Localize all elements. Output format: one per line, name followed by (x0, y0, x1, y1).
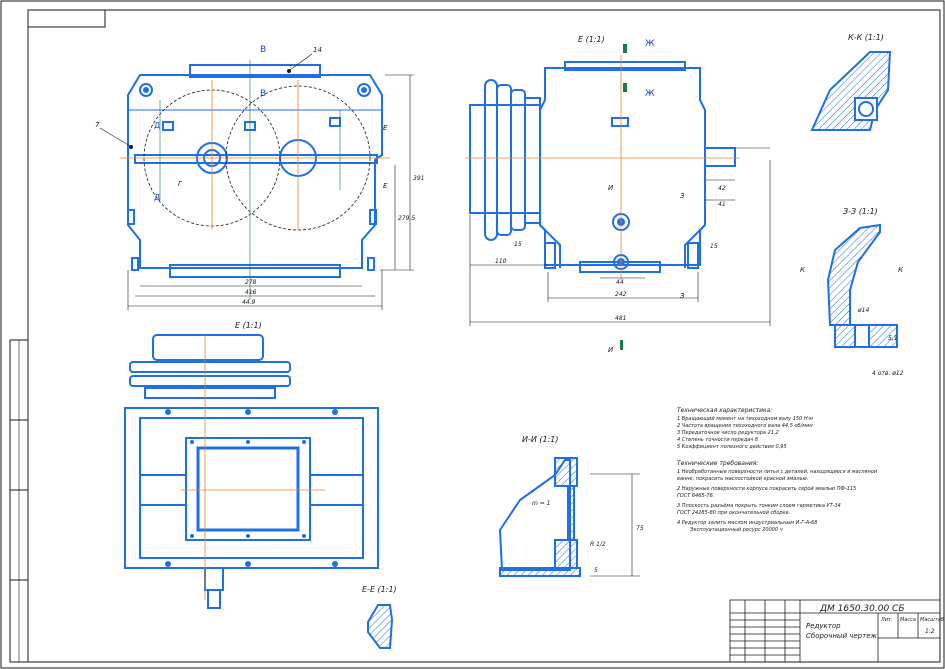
kk-title: К-К (1:1) (848, 33, 884, 42)
zz-dim-hole: ø14 (857, 307, 869, 314)
front-axes (120, 80, 390, 230)
section-b-label: B (260, 45, 266, 55)
tech-req-3: 2 Наружные поверхности корпуса покрасить… (677, 486, 856, 492)
section-b-label-2: B (260, 89, 266, 99)
section-i-label: И (608, 184, 614, 192)
ee-title: Е-Е (1:1) (362, 585, 397, 594)
zz-title: З-З (1:1) (843, 207, 878, 216)
section-zh-label: Ж (645, 39, 655, 49)
kk-section (810, 51, 892, 131)
corner-stamp-box (27, 9, 106, 28)
side-axes (465, 55, 740, 280)
tech-char-1: 1 Вращающий момент на тихоходном валу 15… (677, 416, 813, 422)
section-zh-label-2: Ж (645, 89, 655, 99)
ii-title: И-И (1:1) (522, 435, 559, 444)
zz-dim-h: 5,1 (888, 335, 898, 342)
tech-notes: Техническая характеристика: 1 Вращающий … (677, 407, 878, 533)
top-view (124, 334, 379, 609)
tech-char-title: Техническая характеристика: (677, 407, 772, 414)
callout-14: 14 (313, 46, 322, 54)
side-dim-small1: 15 (514, 241, 522, 248)
section-d-label-2: Д (154, 193, 160, 202)
top-bolts (165, 409, 338, 567)
front-dim-height: 391 (413, 175, 424, 182)
tech-req-6: ГОСТ 24285-80 при окончательной сборке. (677, 510, 790, 516)
tech-req-title: Технические требования: (677, 460, 758, 467)
zz-k-right: К (898, 266, 904, 274)
ii-thread: R 1/2 (590, 541, 606, 548)
tech-char-2: 2 Частота вращения тихоходного вала 44,5… (677, 423, 813, 429)
section-z-label-2: З (680, 292, 685, 300)
front-view (127, 64, 383, 278)
ii-dim-small: 5 (594, 567, 598, 574)
doc-name-2: Сборочный чертеж (806, 632, 877, 640)
side-dim-small3: 44 (616, 279, 624, 286)
side-dim-h2: 41 (718, 201, 726, 208)
tech-req-5: 3 Плоскость разъёма покрыть тонким слоем… (677, 503, 841, 509)
section-i-label-2: И (608, 346, 614, 354)
side-dim-h1: 42 (718, 185, 726, 192)
section-z-label: З (680, 192, 685, 200)
top-view-title: Е (1:1) (235, 321, 262, 330)
ii-m: m = 1 (532, 500, 551, 507)
tech-req-2: ванне, покрасить маслостойкой красной эм… (677, 476, 808, 482)
side-dim-left: 110 (495, 258, 507, 265)
scale-label: Масштаб (920, 617, 944, 623)
side-dim-total: 481 (615, 315, 626, 322)
tech-req-8: Эксплуатационный ресурс 20000 ч (689, 527, 783, 533)
side-view (469, 61, 736, 273)
section-d-label: Д (154, 121, 160, 130)
side-dims (469, 147, 771, 326)
side-view-title: Е (1:1) (578, 35, 605, 44)
side-dim-base: 242 (615, 291, 627, 298)
title-block (729, 599, 941, 663)
section-g-label: Г (178, 180, 183, 188)
front-dims (127, 60, 414, 310)
side-dim-small2: 15 (710, 243, 718, 250)
zz-k-left: К (800, 266, 806, 274)
callout-7: 7 (95, 121, 100, 129)
zz-section (826, 223, 898, 348)
tech-req-7: 4 Редуктор залить маслом индустриальным … (677, 520, 817, 526)
front-dim-total: 44.9 (242, 299, 256, 306)
zz-dim-holes: 4 отв. ø12 (872, 370, 904, 377)
front-dim-height2: 279.5 (398, 215, 415, 222)
tech-char-4: 4 Степень точности передач 8 (677, 437, 758, 443)
inner-frame (27, 9, 941, 663)
ii-dim-v: 75 (636, 525, 644, 532)
mass-label: Масса (900, 617, 916, 623)
section-e-label-2: Е (383, 182, 388, 190)
doc-name: Редуктор (806, 622, 841, 630)
front-dim-inner: 278 (245, 279, 257, 286)
tech-char-5: 5 Коэффициент полезного действия 0,95 (677, 444, 787, 450)
section-e-label: Е (383, 124, 388, 132)
tech-char-3: 3 Передаточное число редуктора 21,2 (677, 430, 779, 436)
doc-number: ДМ 1650.30.00 СБ (819, 604, 905, 614)
ee-section (367, 604, 394, 649)
front-dim-mid: 416 (245, 289, 257, 296)
tech-req-4: ГОСТ 6465-76. (677, 493, 714, 499)
top-axes (180, 335, 325, 600)
sheet-label: Лит. (880, 617, 893, 623)
tech-req-1: 1 Необработанные поверхности литья с дет… (677, 469, 878, 475)
ii-section (498, 457, 581, 577)
scale-value: 1:2 (925, 628, 935, 635)
